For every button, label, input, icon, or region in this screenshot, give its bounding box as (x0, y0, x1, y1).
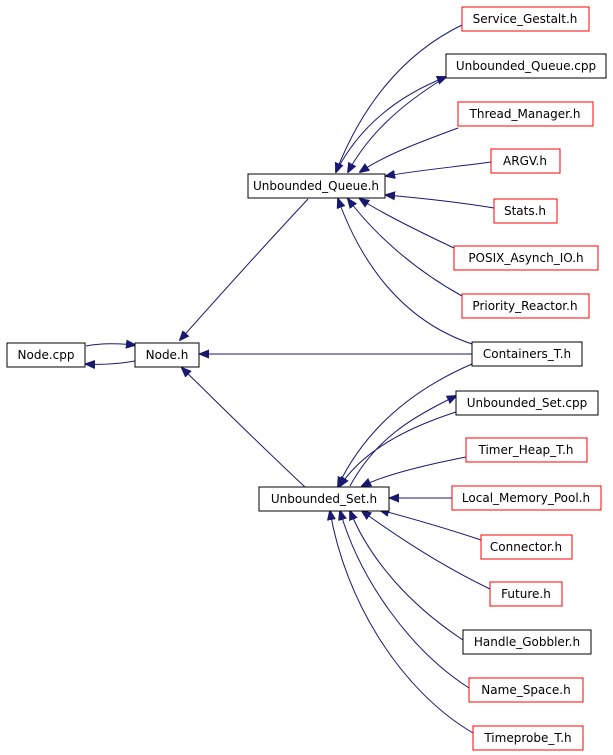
nodes-group: Node.cpp Node.h Unbounded_Queue.h Unboun… (6, 6, 607, 751)
node-label: Node.cpp (18, 348, 75, 362)
node-label: POSIX_Asynch_IO.h (468, 251, 583, 265)
node-label: Stats.h (504, 204, 546, 218)
edge-unbounded-queue-h-to-node-h (180, 198, 309, 340)
edge-stats-h-to-unbounded-queue-h (386, 195, 495, 209)
node-label: Name_Space.h (481, 683, 570, 697)
edge-containers-t-h-to-unbounded-queue-h (338, 199, 473, 345)
node-future-h[interactable]: Future.h (489, 581, 563, 607)
node-label: Containers_T.h (483, 347, 571, 361)
edge-node-h-to-node-cpp (86, 361, 136, 364)
edge-node-cpp-to-node-h (85, 344, 135, 346)
node-unbounded-queue-cpp[interactable]: Unbounded_Queue.cpp (445, 53, 607, 79)
node-label: Future.h (501, 587, 551, 601)
node-label: ARGV.h (503, 154, 547, 168)
edge-name-space-h-to-unbounded-set-h (340, 511, 470, 689)
node-label: Handle_Gobbler.h (474, 635, 580, 649)
node-timeprobe-t-h[interactable]: Timeprobe_T.h (472, 725, 584, 751)
node-label: Node.h (146, 348, 189, 362)
node-label: Thread_Manager.h (469, 107, 581, 121)
node-label: Priority_Reactor.h (472, 299, 577, 313)
node-stats-h[interactable]: Stats.h (493, 198, 558, 224)
edge-containers-t-h-to-unbounded-set-h (338, 363, 473, 486)
edge-timeprobe-t-h-to-unbounded-set-h (330, 511, 474, 734)
node-timer-heap-t-h[interactable]: Timer_Heap_T.h (465, 437, 588, 463)
node-label: Unbounded_Set.cpp (467, 396, 588, 410)
node-node-h[interactable]: Node.h (134, 342, 200, 368)
edge-thread-manager-h-to-unbounded-queue-h (360, 127, 459, 172)
node-label: Service_Gestalt.h (473, 12, 578, 26)
node-service-gestalt-h[interactable]: Service_Gestalt.h (461, 6, 590, 32)
node-containers-t-h[interactable]: Containers_T.h (471, 341, 583, 367)
edge-argv-h-to-unbounded-queue-h (386, 161, 492, 176)
edge-connector-h-to-unbounded-set-h (380, 510, 482, 541)
node-unbounded-set-h[interactable]: Unbounded_Set.h (258, 486, 390, 512)
edge-priority-reactor-h-to-unbounded-queue-h (348, 199, 463, 297)
node-argv-h[interactable]: ARGV.h (490, 148, 561, 174)
node-label: Unbounded_Queue.cpp (456, 59, 596, 73)
edge-unbounded-set-h-to-node-h (182, 368, 306, 488)
edges-group (85, 24, 495, 734)
node-thread-manager-h[interactable]: Thread_Manager.h (457, 101, 594, 127)
node-posix-asynch-io-h[interactable]: POSIX_Asynch_IO.h (453, 245, 599, 271)
edge-future-h-to-unbounded-set-h (362, 511, 491, 590)
node-priority-reactor-h[interactable]: Priority_Reactor.h (461, 293, 590, 319)
edge-unbounded-set-h-to-unbounded-set-cpp (349, 396, 456, 487)
edge-unbounded-set-cpp-to-unbounded-set-h (340, 411, 457, 486)
node-name-space-h[interactable]: Name_Space.h (468, 677, 584, 703)
node-label: Timeprobe_T.h (483, 731, 571, 745)
node-label: Timer_Heap_T.h (477, 443, 573, 457)
node-handle-gobbler-h[interactable]: Handle_Gobbler.h (462, 629, 592, 655)
edge-unbounded-queue-h-to-unbounded-queue-cpp (335, 77, 446, 173)
edge-unbounded-queue-cpp-to-unbounded-queue-h (348, 76, 447, 172)
node-connector-h[interactable]: Connector.h (480, 534, 573, 560)
node-unbounded-queue-h[interactable]: Unbounded_Queue.h (247, 173, 386, 199)
edge-posix-asynch-io-h-to-unbounded-queue-h (360, 199, 455, 249)
edge-service-gestalt-h-to-unbounded-queue-h (336, 24, 463, 172)
node-label: Unbounded_Set.h (271, 492, 377, 506)
node-label: Unbounded_Queue.h (253, 179, 379, 193)
node-unbounded-set-cpp[interactable]: Unbounded_Set.cpp (455, 390, 599, 416)
node-local-memory-pool-h[interactable]: Local_Memory_Pool.h (451, 485, 602, 511)
node-label: Local_Memory_Pool.h (462, 491, 590, 505)
node-node-cpp[interactable]: Node.cpp (6, 342, 86, 368)
edge-timer-heap-t-h-to-unbounded-set-h (362, 456, 467, 486)
edge-handle-gobbler-h-to-unbounded-set-h (350, 511, 464, 641)
node-label: Connector.h (490, 540, 562, 554)
